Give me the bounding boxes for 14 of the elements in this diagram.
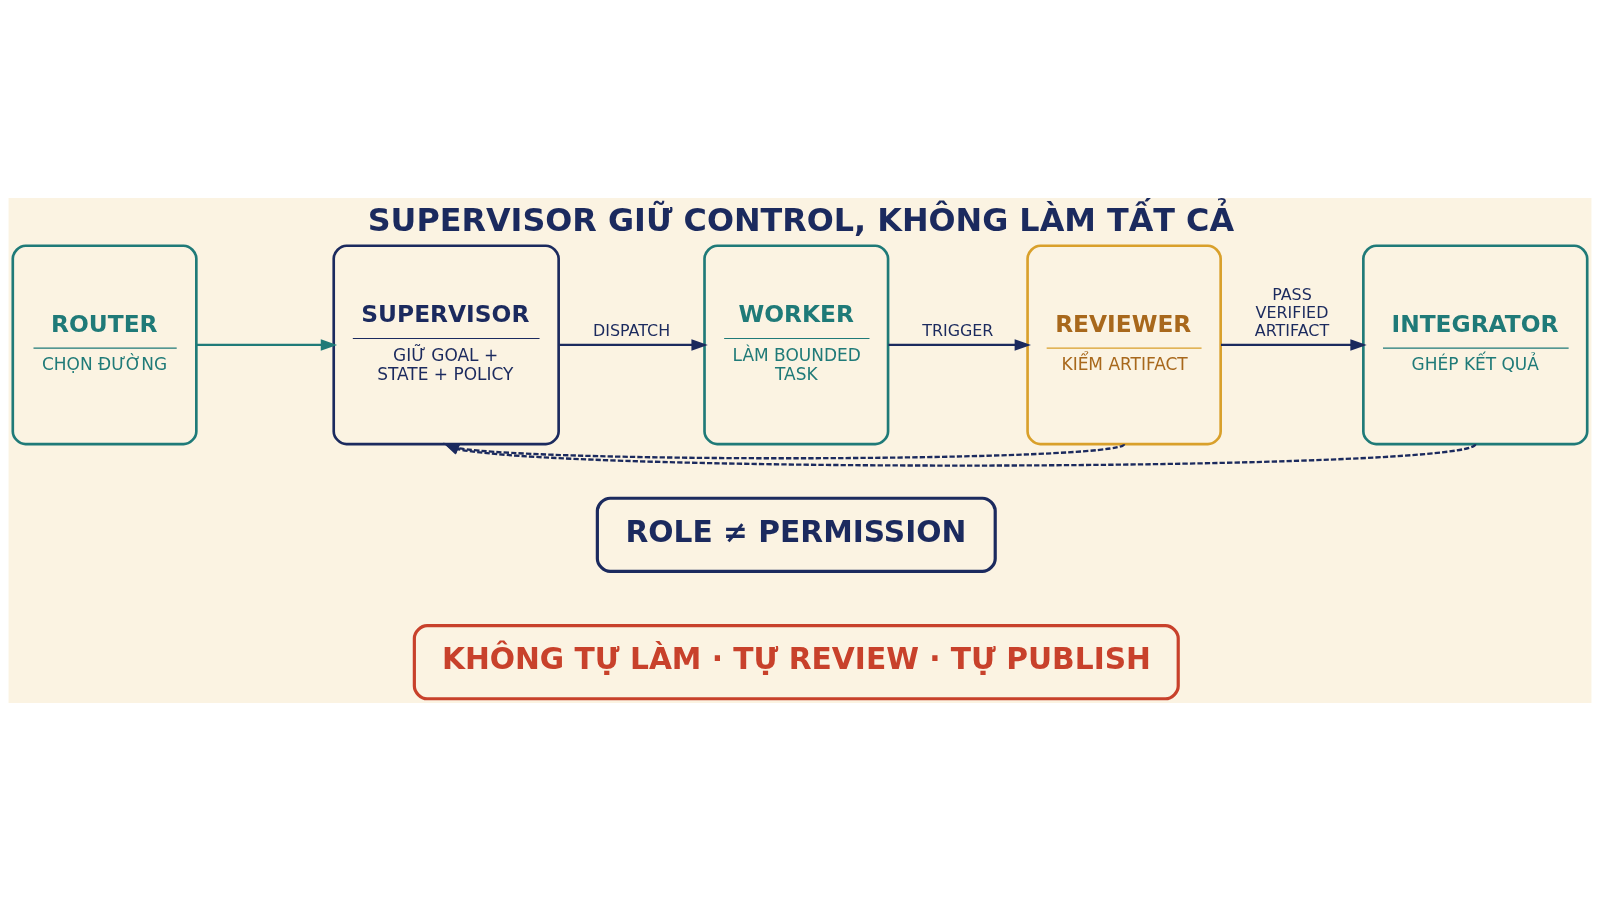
node-box: SUPERVISOR GIỮ GOAL + STATE + POLICY xyxy=(332,243,560,445)
node-box: INTEGRATOR GHÉP KẾT QUẢ xyxy=(1362,243,1589,445)
edge-label: TRIGGER xyxy=(922,320,994,340)
node-box: ROUTER CHỌN ĐƯỜNG xyxy=(11,243,198,445)
node-box: ROLE ≠ PERMISSION xyxy=(595,496,997,573)
node-box: WORKER LÀM BOUNDED TASK xyxy=(703,243,890,445)
arrow xyxy=(888,338,1031,351)
edge-label: PASS VERIFIED ARTIFACT xyxy=(1254,284,1330,340)
arrow xyxy=(1221,338,1367,351)
edge-label: DISPATCH xyxy=(593,320,671,340)
arrow xyxy=(196,338,338,351)
node-box: REVIEWER KIỂM ARTIFACT xyxy=(1026,243,1222,445)
arrow xyxy=(558,338,708,351)
node-box: KHÔNG TỰ LÀM · TỰ REVIEW · TỰ PUBLISH xyxy=(412,623,1180,700)
